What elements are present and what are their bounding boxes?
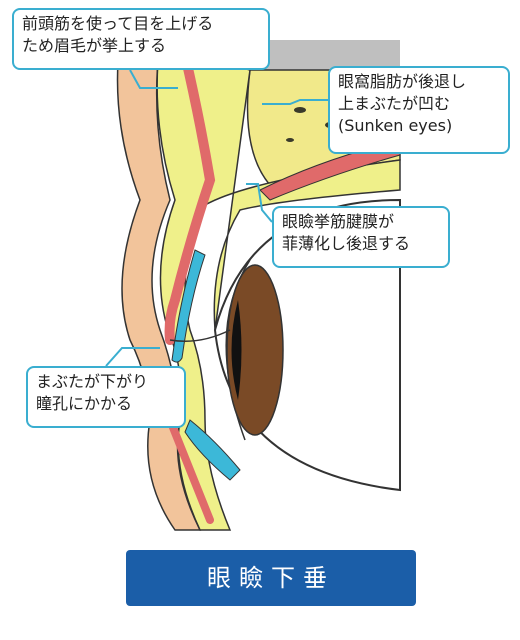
title-banner: 眼瞼下垂 (126, 550, 416, 606)
lower-lid-tarsus (184, 419, 241, 481)
levator-aponeurosis (171, 249, 206, 363)
callout-aponeurosis: 眼瞼挙筋腱膜が 菲薄化し後退する (272, 206, 450, 268)
upper-eyelid-margin (169, 329, 231, 342)
callout-tendon-line1: 眼瞼挙筋腱膜が (282, 212, 395, 231)
callout-ptosis-line2: 瞳孔にかかる (36, 394, 133, 413)
orbicularis-muscle-lower (166, 416, 214, 524)
subcutaneous-layer (156, 39, 401, 531)
skin-outer-layer (116, 39, 202, 531)
callout-brow-line2: ため眉毛が挙上する (22, 36, 167, 55)
callout-ptosis-line1: まぶたが下がり (36, 372, 149, 391)
orbicularis-muscle-upper (164, 50, 216, 345)
callout-brow-elevation: 前頭筋を使って目を上げる ため眉毛が挙上する (12, 8, 270, 70)
callout-brow-line1: 前頭筋を使って目を上げる (22, 14, 214, 33)
pupil (231, 300, 242, 400)
iris (226, 264, 284, 436)
callout-fat-line1: 眼窩脂肪が後退し (338, 72, 467, 91)
callout-tendon-line2: 菲薄化し後退する (282, 234, 411, 253)
callout-eyelid-droop: まぶたが下がり 瞳孔にかかる (26, 366, 186, 428)
leader-lines (105, 69, 328, 367)
callout-sunken-eyes: 眼窩脂肪が後退し 上まぶたが凹む (Sunken eyes) (328, 66, 510, 154)
callout-fat-line2: 上まぶたが凹む (338, 94, 451, 113)
callout-fat-line3: (Sunken eyes) (338, 116, 453, 135)
